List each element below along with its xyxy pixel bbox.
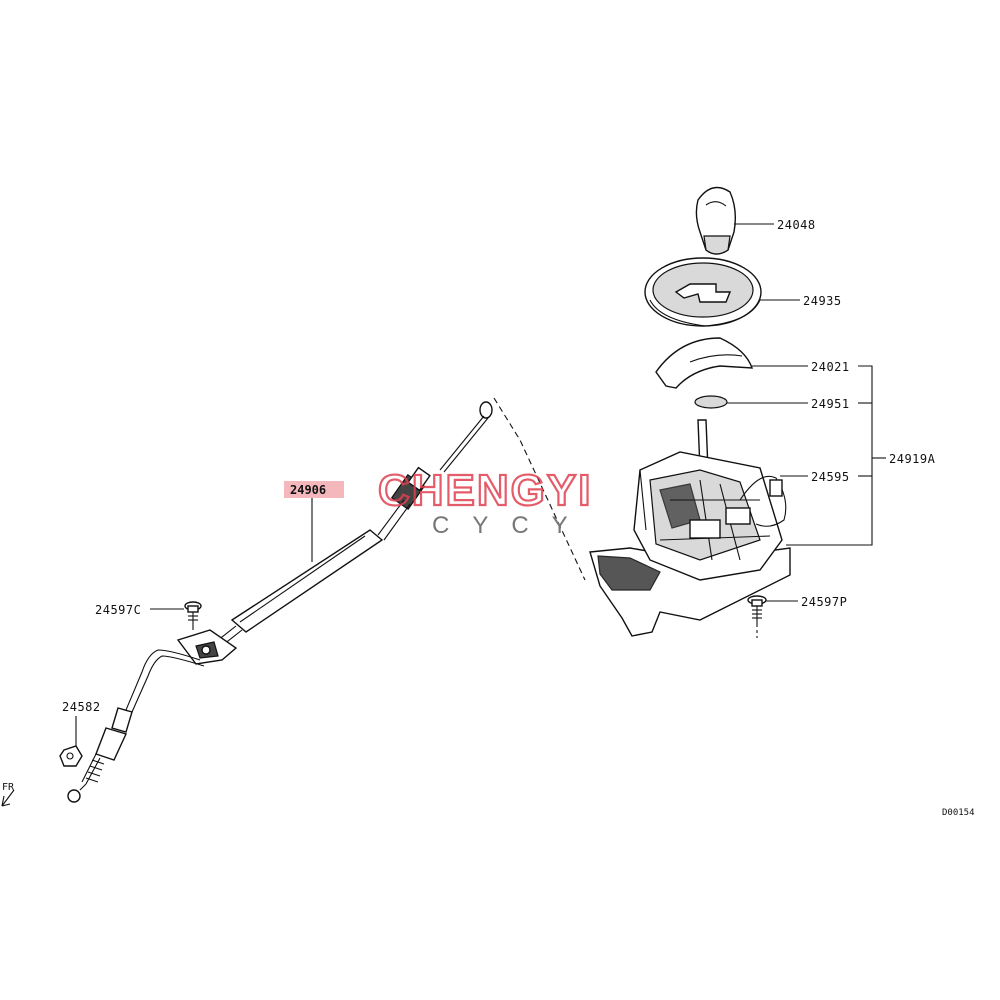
label-24048: 24048 <box>777 218 816 232</box>
watermark-sub: CYCY <box>432 512 591 539</box>
group-bracket <box>786 365 873 546</box>
label-24021: 24021 <box>811 360 850 374</box>
front-direction-arrow <box>1 789 15 807</box>
shift-bezel <box>644 257 762 327</box>
label-24597P: 24597P <box>801 595 847 609</box>
fr-label: FR <box>2 782 15 793</box>
bolt-24597P <box>747 595 767 624</box>
label-24906: 24906 <box>290 483 326 497</box>
bolt-24597C <box>184 601 202 630</box>
shift-cable <box>67 401 493 803</box>
shift-knob <box>695 186 737 255</box>
indicator-plate <box>694 395 728 409</box>
label-24935: 24935 <box>803 294 842 308</box>
diagram-code: D00154 <box>942 808 975 818</box>
label-24597C: 24597C <box>95 603 141 617</box>
nut-24582 <box>59 745 83 767</box>
label-24906-highlight <box>284 481 344 498</box>
label-24595: 24595 <box>811 470 850 484</box>
watermark-brand: CHENGYI <box>378 466 592 515</box>
connection-line <box>493 397 586 581</box>
label-24582: 24582 <box>62 700 101 714</box>
shifter-assembly <box>589 419 791 637</box>
label-24951: 24951 <box>811 397 850 411</box>
slide-cover <box>655 337 753 389</box>
label-24919A: 24919A <box>889 452 936 466</box>
